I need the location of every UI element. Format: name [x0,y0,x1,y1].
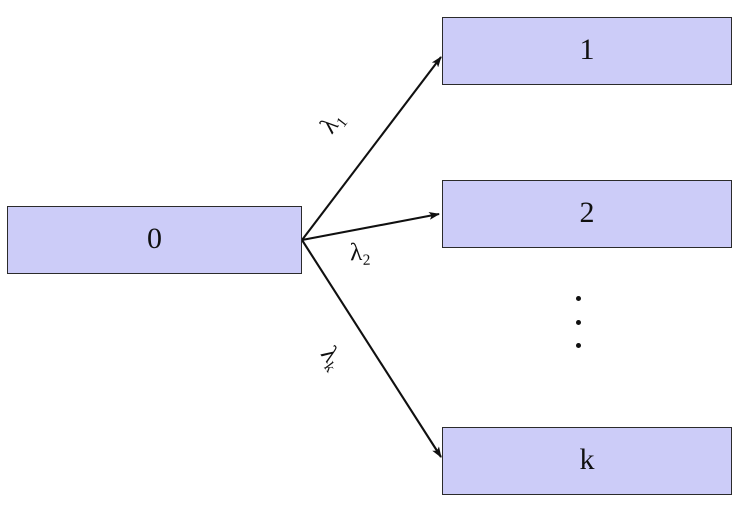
node-box-2[interactable]: 2 [442,180,732,248]
edge-0-to-1 [301,56,442,241]
node-label-1: 1 [579,33,595,66]
node-box-k[interactable]: k [442,427,732,495]
node-box-0[interactable]: 0 [7,206,302,274]
edge-label-lambda-2-sub: 2 [362,251,371,269]
ellipsis-dot [575,343,581,348]
node-label-k: k [579,443,595,476]
ellipsis-dot [575,319,581,325]
node-box-1[interactable]: 1 [442,17,732,85]
node-label-0: 0 [147,222,162,255]
edge-0-to-2 [301,211,440,242]
ellipsis-dot [575,296,581,301]
edge-label-lambda-2-base: λ [349,238,363,267]
node-label-2: 2 [579,196,595,229]
edge-label-lambda-2: λ2 [349,238,371,269]
vertical-ellipsis [566,296,590,348]
edge-0-to-k [301,239,442,458]
